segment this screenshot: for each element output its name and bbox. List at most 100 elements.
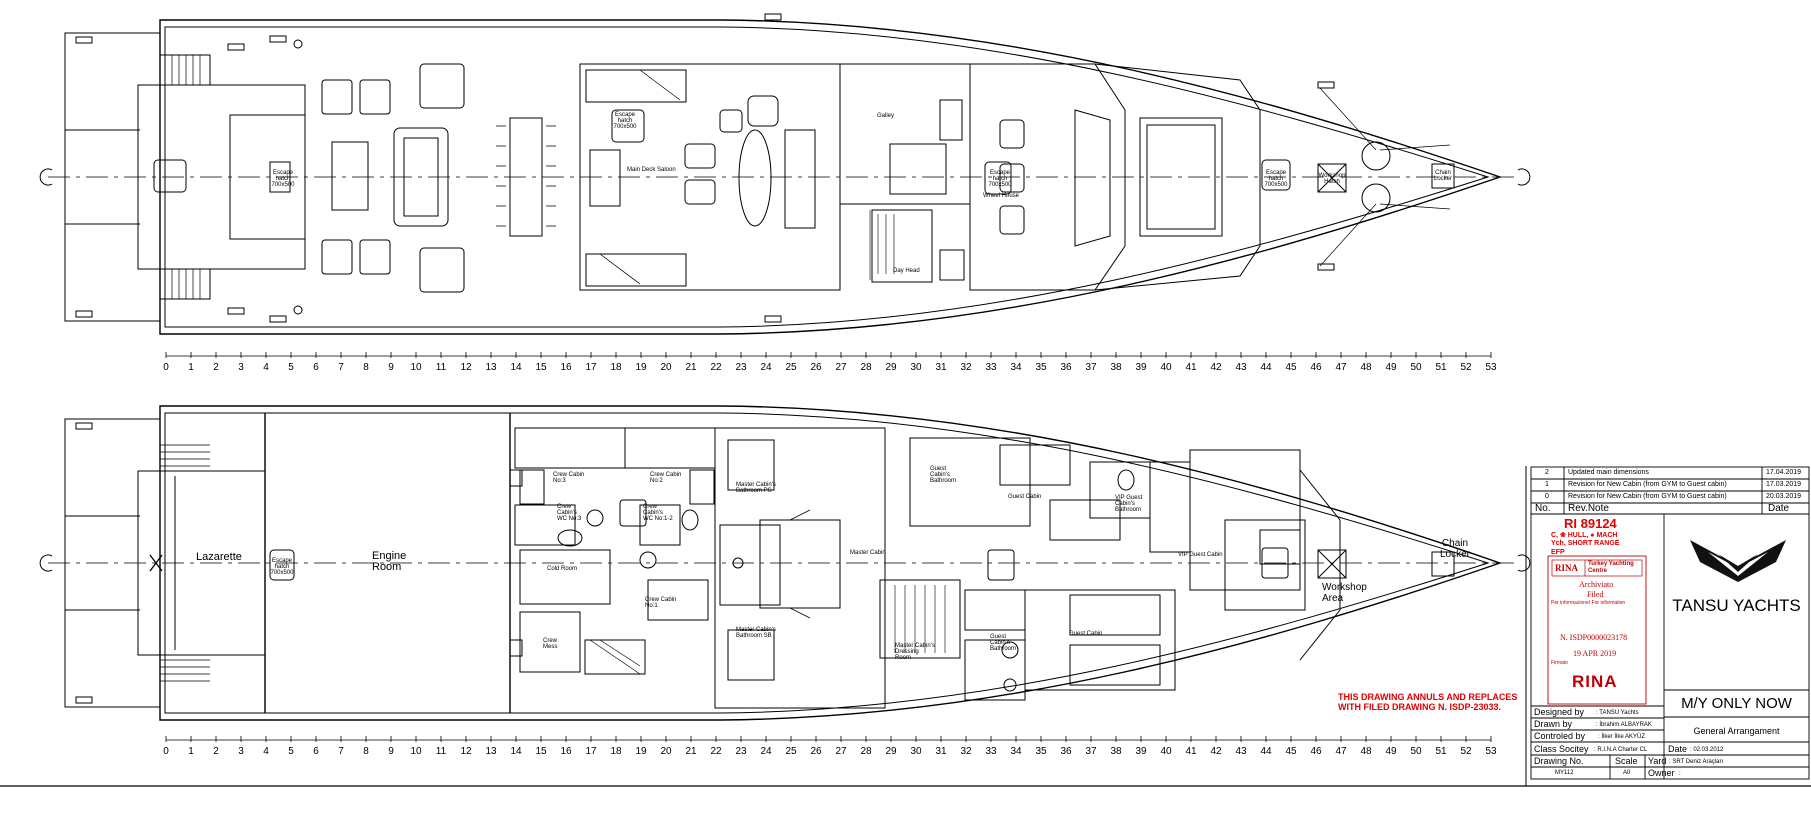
escape-hatch-label: Escape hatch 700x500	[1264, 170, 1288, 188]
frame-number: 28	[860, 362, 872, 373]
rev-note: Updated main dimensions	[1568, 469, 1649, 476]
frame-number: 39	[1135, 746, 1147, 757]
rev-no: 1	[1545, 481, 1549, 488]
frame-number: 7	[338, 746, 344, 757]
frame-number: 37	[1085, 746, 1097, 757]
yard-value: : SRT Deniz Araçları	[1669, 759, 1724, 765]
frame-number: 9	[388, 746, 394, 757]
rev-note: Revision for New Cabin (from GYM to Gues…	[1568, 493, 1727, 500]
chain-locker-label: Chain Locker	[1439, 538, 1470, 560]
frame-number: 35	[1035, 362, 1047, 373]
frame-number: 49	[1385, 746, 1397, 757]
workshop-hatch-label: Workshop Hatch	[1318, 173, 1346, 185]
designed-by-value: : TANSU Yachts	[1596, 710, 1639, 716]
stamp-info: Per informazione/ For information	[1551, 600, 1626, 606]
frame-number: 22	[710, 362, 722, 373]
frame-number: 49	[1385, 362, 1397, 373]
class-notation-line-2: Ych, SHORT RANGE	[1551, 540, 1620, 547]
frame-number: 34	[1010, 362, 1022, 373]
frame-number: 19	[635, 746, 647, 757]
stamp-filed: Filed	[1587, 590, 1604, 599]
class-notation-line-3: EFP	[1551, 549, 1565, 556]
frame-number: 26	[810, 746, 822, 757]
frame-number: 20	[660, 362, 672, 373]
controlled-by-value: : İlker İlke AKYÜZ	[1598, 734, 1646, 740]
frame-number: 39	[1135, 362, 1147, 373]
frame-number: 5	[288, 362, 294, 373]
frame-number: 40	[1160, 362, 1172, 373]
frame-number: 40	[1160, 746, 1172, 757]
frame-number: 43	[1235, 362, 1247, 373]
frame-number: 4	[263, 362, 269, 373]
stamp-archiviato: Archiviato	[1579, 580, 1614, 589]
frame-number: 21	[685, 746, 697, 757]
frame-number: 51	[1435, 362, 1447, 373]
master-bathroom-ps-label: Master Cabin's Bathroom PS	[736, 482, 776, 494]
drawing-title: General Arrangament	[1693, 726, 1780, 736]
frame-number: 0	[163, 746, 169, 757]
frame-number: 13	[485, 362, 497, 373]
frame-number: 31	[935, 362, 947, 373]
frame-number: 44	[1260, 362, 1272, 373]
class-society-label: Class Socitey	[1534, 744, 1589, 754]
vessel-name: M/Y ONLY NOW	[1681, 695, 1792, 712]
frame-number: 20	[660, 746, 672, 757]
frame-number: 53	[1485, 362, 1497, 373]
wheel-house-label: Wheel House	[983, 193, 1020, 199]
frame-number: 46	[1310, 746, 1322, 757]
frame-number: 47	[1335, 362, 1347, 373]
frame-number: 47	[1335, 746, 1347, 757]
vip-guest-cabin-label: VIP Guest Cabin	[1178, 552, 1223, 558]
frame-number: 10	[410, 746, 422, 757]
crew-cabin-3-label: Crew Cabin No:3	[553, 472, 585, 484]
frame-number: 10	[410, 362, 422, 373]
frame-number: 29	[885, 362, 897, 373]
rina-logo: RINA	[1572, 672, 1618, 691]
controlled-by-label: Controled by	[1534, 731, 1586, 741]
frame-number: 1	[188, 362, 194, 373]
day-head-label: Day Head	[893, 268, 920, 274]
frame-number: 14	[510, 362, 522, 373]
frame-number: 32	[960, 746, 972, 757]
frame-number: 15	[535, 362, 547, 373]
frame-number: 25	[785, 746, 797, 757]
drawn-by-value: : İbrahim ALBAYRAK	[1596, 722, 1652, 728]
frame-number: 44	[1260, 746, 1272, 757]
frame-number: 41	[1185, 746, 1197, 757]
stamp-date: 19 APR 2019	[1573, 649, 1617, 658]
frame-number: 30	[910, 746, 922, 757]
owner-value: :	[1679, 771, 1681, 777]
rev-no: 2	[1545, 469, 1549, 476]
frame-number: 12	[460, 746, 472, 757]
crew-wc-3-label: Crew Cabin's WC No:3	[557, 504, 582, 522]
scale-value: A0	[1623, 770, 1631, 776]
frame-number: 27	[835, 746, 847, 757]
frame-number: 29	[885, 746, 897, 757]
frame-number: 8	[363, 362, 369, 373]
annulment-notice: THIS DRAWING ANNULS AND REPLACES WITH FI…	[1338, 692, 1518, 712]
frame-number: 8	[363, 746, 369, 757]
drawn-by-label: Drawn by	[1534, 719, 1573, 729]
frame-number: 50	[1410, 362, 1422, 373]
frame-number: 43	[1235, 746, 1247, 757]
frame-number: 50	[1410, 746, 1422, 757]
frame-number: 35	[1035, 746, 1047, 757]
lower-deck-plan	[39, 405, 1531, 721]
rev-header-no: No.	[1535, 503, 1551, 514]
frame-number: 18	[610, 746, 622, 757]
designed-by-label: Designed by	[1534, 707, 1585, 717]
stamp-firmato: Firmato	[1551, 660, 1568, 666]
guest-cabin-label: Guest Cabin	[1008, 494, 1042, 500]
main-deck-saloon-label: Main Deck Saloon	[627, 167, 676, 173]
frame-number: 15	[535, 746, 547, 757]
date-label: Date	[1668, 744, 1688, 754]
rev-date: 17.04.2019	[1766, 469, 1802, 476]
frame-number: 33	[985, 362, 997, 373]
crew-mess-label: Crew Mess	[543, 638, 558, 650]
rev-date: 20.03.2019	[1766, 493, 1802, 500]
frame-number: 2	[213, 362, 219, 373]
stamp-rina: RINA	[1555, 563, 1579, 573]
frame-number: 26	[810, 362, 822, 373]
